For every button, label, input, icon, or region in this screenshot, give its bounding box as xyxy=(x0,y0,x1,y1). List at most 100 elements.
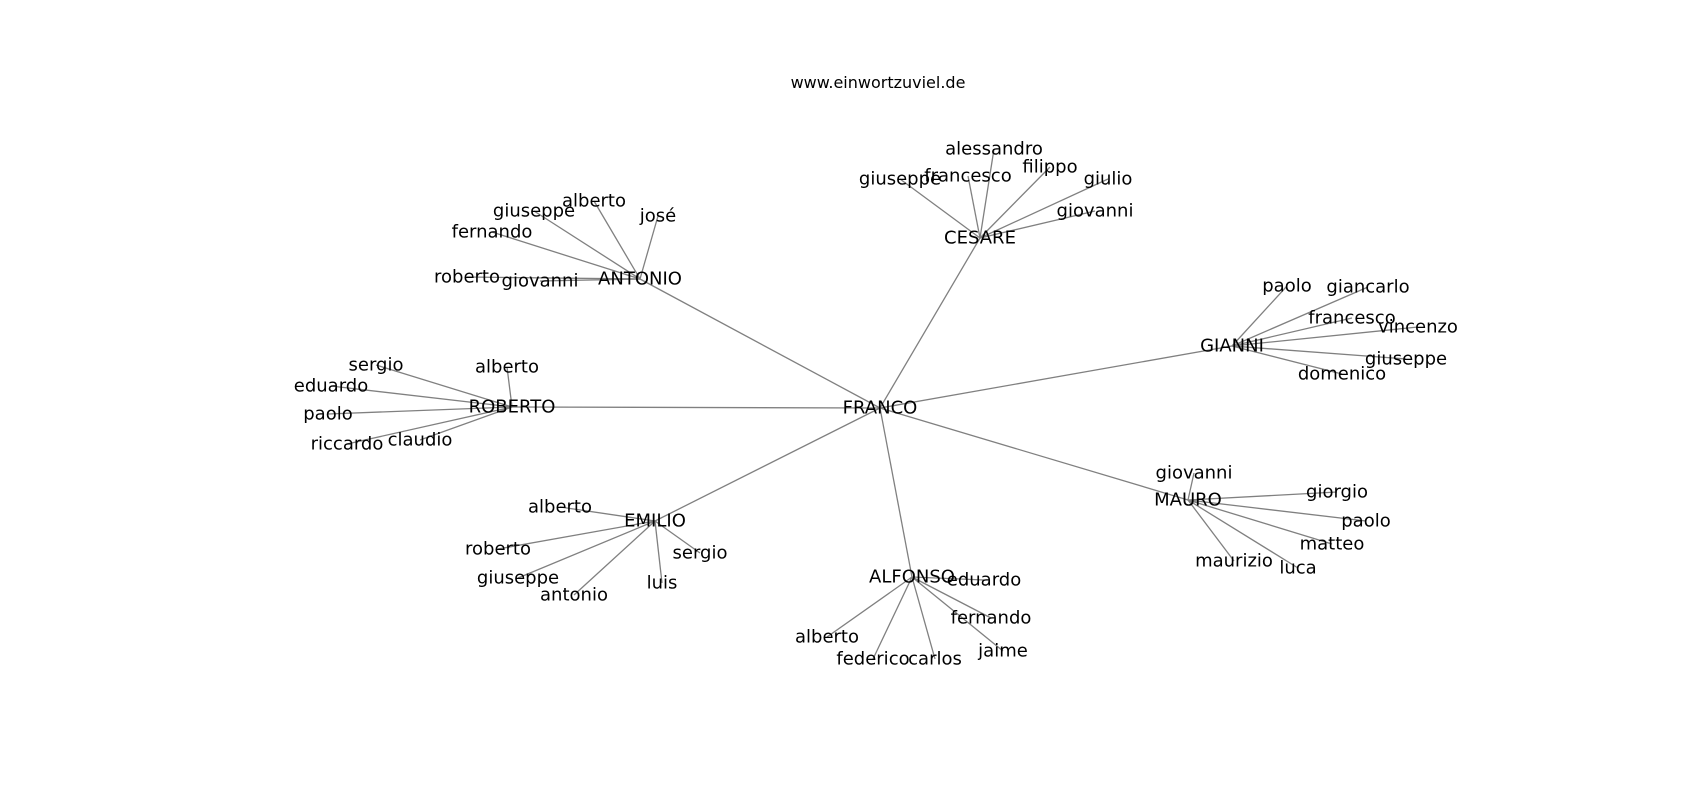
leaf-node-label: giovanni xyxy=(1057,201,1134,222)
edge-mauro-leaf-3 xyxy=(1187,499,1333,545)
leaf-node-label: roberto xyxy=(465,539,531,560)
leaf-node-label: francesco xyxy=(924,166,1011,187)
hub-node-label-alfonso: ALFONSO xyxy=(869,567,955,588)
graph-labels: FRANCO CESARE alessandro francesco filippo gi… xyxy=(294,139,1458,670)
leaf-node-label: maurizio xyxy=(1195,551,1273,572)
hub-node-label-mauro: MAURO xyxy=(1154,490,1222,511)
center-node-label: FRANCO xyxy=(843,398,918,419)
leaf-node-label: luis xyxy=(647,573,678,594)
edge-gianni-leaf-5 xyxy=(1231,345,1343,375)
edge-emilio-leaf-1 xyxy=(497,520,656,550)
leaf-node-label: federico xyxy=(836,649,909,670)
leaf-node-label: jaime xyxy=(977,641,1028,662)
edge-roberto-leaf-0 xyxy=(375,364,513,408)
edge-emilio-leaf-3 xyxy=(517,520,656,579)
edge-roberto-leaf-4 xyxy=(346,406,513,445)
leaf-node-label: giuseppe xyxy=(493,201,575,222)
leaf-node-label: carlos xyxy=(908,649,962,670)
leaf-node-label: paolo xyxy=(1262,276,1311,297)
edge-gianni-leaf-3 xyxy=(1231,326,1419,347)
edge-mauro-leaf-4 xyxy=(1187,499,1235,562)
leaf-node-label: antonio xyxy=(540,585,608,606)
edge-alfonso-leaf-4 xyxy=(872,576,913,660)
edge-center-alfonso xyxy=(879,407,913,578)
leaf-node-label: matteo xyxy=(1300,534,1365,555)
leaf-node-label: claudio xyxy=(388,430,453,451)
leaf-node-label: alberto xyxy=(475,357,539,378)
leaf-node-label: giovanni xyxy=(502,271,579,292)
leaf-node-label: domenico xyxy=(1298,364,1386,385)
leaf-node-label: paolo xyxy=(303,404,352,425)
hub-node-label-emilio: EMILIO xyxy=(624,511,686,532)
leaf-node-label: francesco xyxy=(1308,308,1395,329)
leaf-node-label: josé xyxy=(639,206,676,227)
edge-emilio-leaf-2 xyxy=(654,520,701,554)
leaf-node-label: giorgio xyxy=(1306,482,1368,503)
hub-node-label-roberto: ROBERTO xyxy=(469,397,556,418)
leaf-node-label: giuseppe xyxy=(859,169,941,190)
edge-alfonso-leaf-2 xyxy=(826,576,913,638)
edge-alfonso-leaf-3 xyxy=(911,576,1004,652)
leaf-node-label: alberto xyxy=(562,191,626,212)
leaf-node-label: giancarlo xyxy=(1326,277,1409,298)
edge-cesare-leaf-1 xyxy=(967,175,981,239)
edge-roberto-leaf-2 xyxy=(330,385,513,408)
edge-roberto-leaf-5 xyxy=(419,406,513,441)
graph-edges xyxy=(327,148,1419,660)
edge-gianni-leaf-4 xyxy=(1231,345,1407,360)
edge-alfonso-leaf-0 xyxy=(911,576,985,581)
leaf-node-label: sergio xyxy=(673,543,728,564)
edge-center-roberto xyxy=(511,406,881,409)
leaf-node-label: alberto xyxy=(795,627,859,648)
edge-antonio-leaf-1 xyxy=(533,210,641,280)
edge-antonio-leaf-3 xyxy=(491,231,641,280)
edge-center-mauro xyxy=(879,407,1189,501)
hub-node-label-gianni: GIANNI xyxy=(1200,336,1264,357)
leaf-node-label: alessandro xyxy=(945,139,1043,160)
edge-gianni-leaf-2 xyxy=(1231,317,1353,347)
edge-gianni-leaf-0 xyxy=(1231,285,1288,347)
edge-cesare-leaf-5 xyxy=(979,210,1096,239)
edge-roberto-leaf-3 xyxy=(327,406,513,415)
leaf-node-label: giuseppe xyxy=(1365,349,1447,370)
edge-center-antonio xyxy=(639,278,881,409)
leaf-node-label: filippo xyxy=(1022,157,1077,178)
hub-node-label-cesare: CESARE xyxy=(944,228,1016,249)
leaf-node-label: eduardo xyxy=(294,376,368,397)
edge-alfonso-leaf-5 xyxy=(911,576,936,660)
edge-center-cesare xyxy=(879,237,981,409)
edge-antonio-leaf-2 xyxy=(639,215,659,280)
edge-antonio-leaf-5 xyxy=(539,278,641,282)
leaf-node-label: riccardo xyxy=(311,434,384,455)
leaf-node-label: paolo xyxy=(1341,511,1390,532)
edge-gianni-leaf-1 xyxy=(1231,286,1369,347)
edge-antonio-leaf-0 xyxy=(593,200,641,280)
leaf-node-label: vincenzo xyxy=(1378,317,1458,338)
edge-emilio-leaf-4 xyxy=(573,520,656,596)
hub-node-label-antonio: ANTONIO xyxy=(598,269,682,290)
leaf-node-label: fernando xyxy=(951,608,1032,629)
leaf-node-label: luca xyxy=(1279,558,1316,579)
leaf-node-label: fernando xyxy=(452,222,533,243)
edge-cesare-leaf-4 xyxy=(979,178,1109,239)
edge-center-emilio xyxy=(654,407,881,522)
leaf-node-label: sergio xyxy=(349,355,404,376)
leaf-node-label: alberto xyxy=(528,497,592,518)
edge-emilio-leaf-0 xyxy=(559,506,656,522)
edge-antonio-leaf-4 xyxy=(466,276,641,280)
edge-cesare-leaf-2 xyxy=(979,166,1051,239)
edge-center-gianni xyxy=(879,345,1233,409)
edge-roberto-leaf-1 xyxy=(506,366,513,408)
leaf-node-label: giulio xyxy=(1084,169,1133,190)
edge-emilio-leaf-5 xyxy=(654,520,663,584)
edge-mauro-leaf-1 xyxy=(1187,491,1338,501)
edge-mauro-leaf-2 xyxy=(1187,499,1367,522)
edge-mauro-leaf-0 xyxy=(1187,472,1195,501)
edge-cesare-leaf-0 xyxy=(979,148,995,239)
edge-cesare-leaf-3 xyxy=(899,178,981,239)
edge-alfonso-leaf-1 xyxy=(911,576,992,619)
site-subtitle: www.einwortzuviel.de xyxy=(791,73,966,92)
leaf-node-label: giovanni xyxy=(1156,463,1233,484)
leaf-node-label: roberto xyxy=(434,267,500,288)
